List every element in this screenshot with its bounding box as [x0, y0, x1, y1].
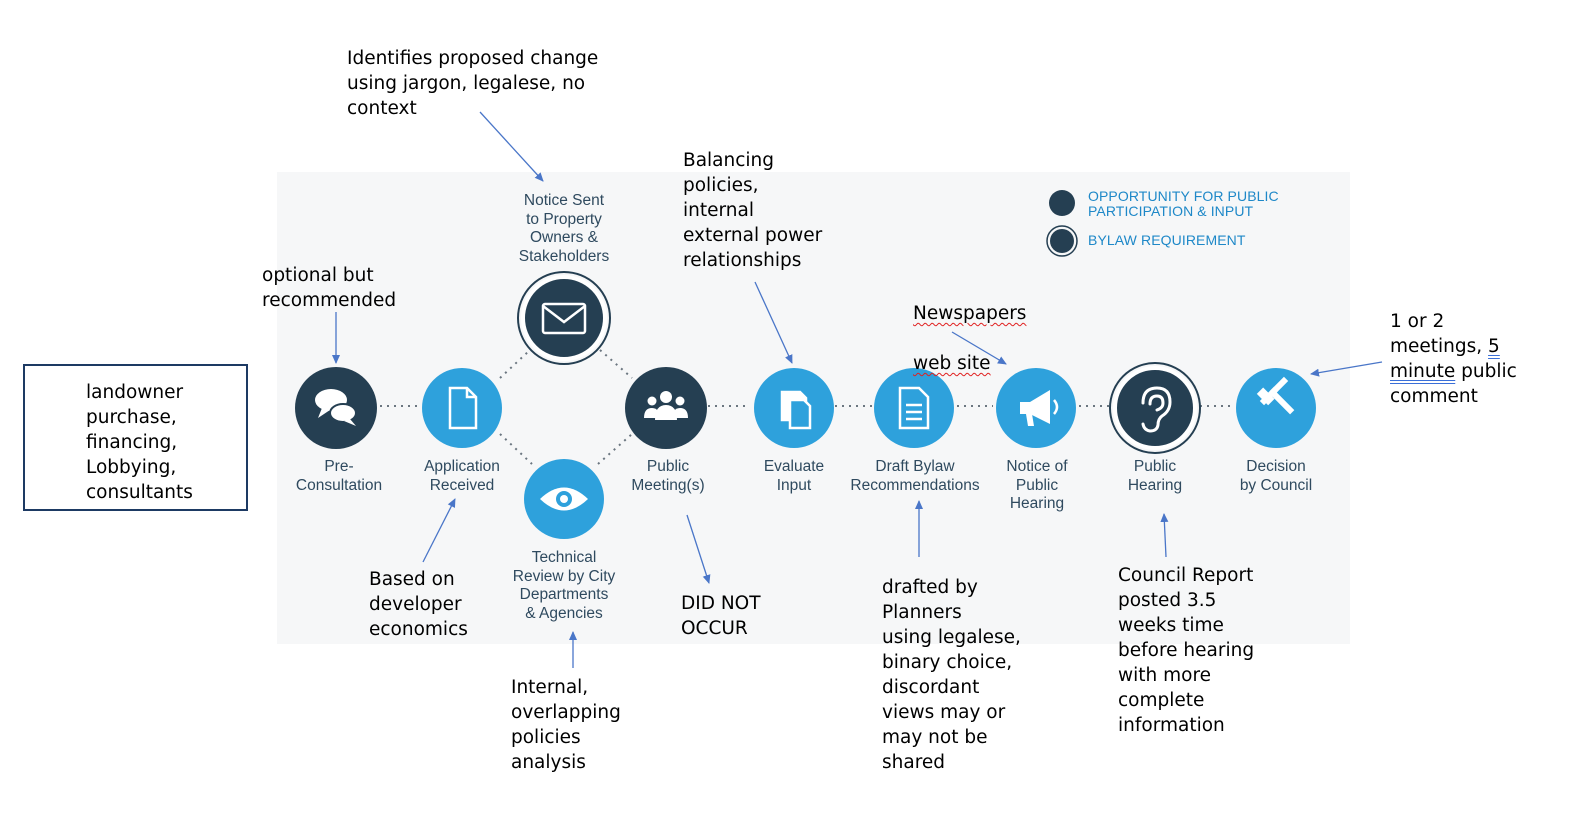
- landowner-box: landowner purchase, financing, Lobbying,…: [23, 364, 248, 511]
- step-label-draft-bylaw: Draft Bylaw Recommendations: [850, 458, 980, 494]
- optional-note: optional but recommended: [262, 265, 397, 311]
- balancing-note: Balancing policies, internal external po…: [683, 150, 823, 271]
- application-received-circle: [422, 368, 502, 448]
- people-icon: [644, 391, 688, 420]
- legend-bylaw-icon: [1050, 229, 1074, 253]
- step-label-pre-consultation: Pre- Consultation: [295, 458, 383, 494]
- landowner-note: landowner purchase, financing, Lobbying,…: [86, 382, 193, 503]
- notice-sent-circle: [521, 275, 607, 361]
- draft-bylaw-circle: [874, 368, 954, 448]
- step-label-public-hearing: Public Hearing: [1127, 458, 1183, 494]
- step-label-application-received: Application Received: [424, 458, 500, 494]
- gavel-icon: [1256, 376, 1295, 415]
- megaphone-icon: [1020, 390, 1059, 426]
- drafted-note: drafted by Planners using legalese, bina…: [882, 577, 1021, 773]
- decision-council-circle: [1236, 368, 1316, 448]
- legend-opportunity-icon: [1049, 190, 1075, 216]
- newspapers-note: Newspapers web site: [913, 276, 1026, 376]
- step-label-decision-council: Decision by Council: [1239, 458, 1313, 494]
- annotation-arrows: [332, 111, 1383, 668]
- step-label-evaluate-input: Evaluate Input: [763, 458, 825, 494]
- step-label-notice-sent: Notice Sent to Property Owners & Stakeho…: [518, 192, 610, 265]
- council-report-note: Council Report posted 3.5 weeks time bef…: [1118, 565, 1255, 736]
- identifies-note: Identifies proposed change using jargon,…: [347, 48, 599, 119]
- eye-icon: [540, 487, 588, 511]
- document-icon: [448, 386, 478, 430]
- website-line: web site: [913, 353, 991, 374]
- copy-documents-icon: [780, 390, 812, 430]
- step-label-public-meetings: Public Meeting(s): [631, 458, 705, 494]
- based-on-note: Based on developer economics: [369, 569, 468, 640]
- newspapers-line: Newspapers: [913, 303, 1027, 324]
- text-document-icon: [898, 386, 930, 430]
- dotted-connectors: [380, 349, 1233, 465]
- internal-note: Internal, overlapping policies analysis: [511, 677, 621, 773]
- legend-bylaw-label: BYLAW REQUIREMENT: [1088, 232, 1246, 248]
- legend-opportunity-label: OPPORTUNITY FOR PUBLIC PARTICIPATION & I…: [1088, 188, 1279, 219]
- ear-icon: [1141, 386, 1172, 433]
- step-label-technical-review: Technical Review by City Departments & A…: [512, 549, 616, 622]
- public-hearing-circle: [1113, 366, 1197, 450]
- step-label-notice-public-hearing: Notice of Public Hearing: [1006, 458, 1068, 512]
- envelope-icon: [541, 302, 587, 335]
- did-not-occur-note: DID NOT OCCUR: [681, 593, 761, 639]
- speech-bubbles-icon: [315, 389, 357, 426]
